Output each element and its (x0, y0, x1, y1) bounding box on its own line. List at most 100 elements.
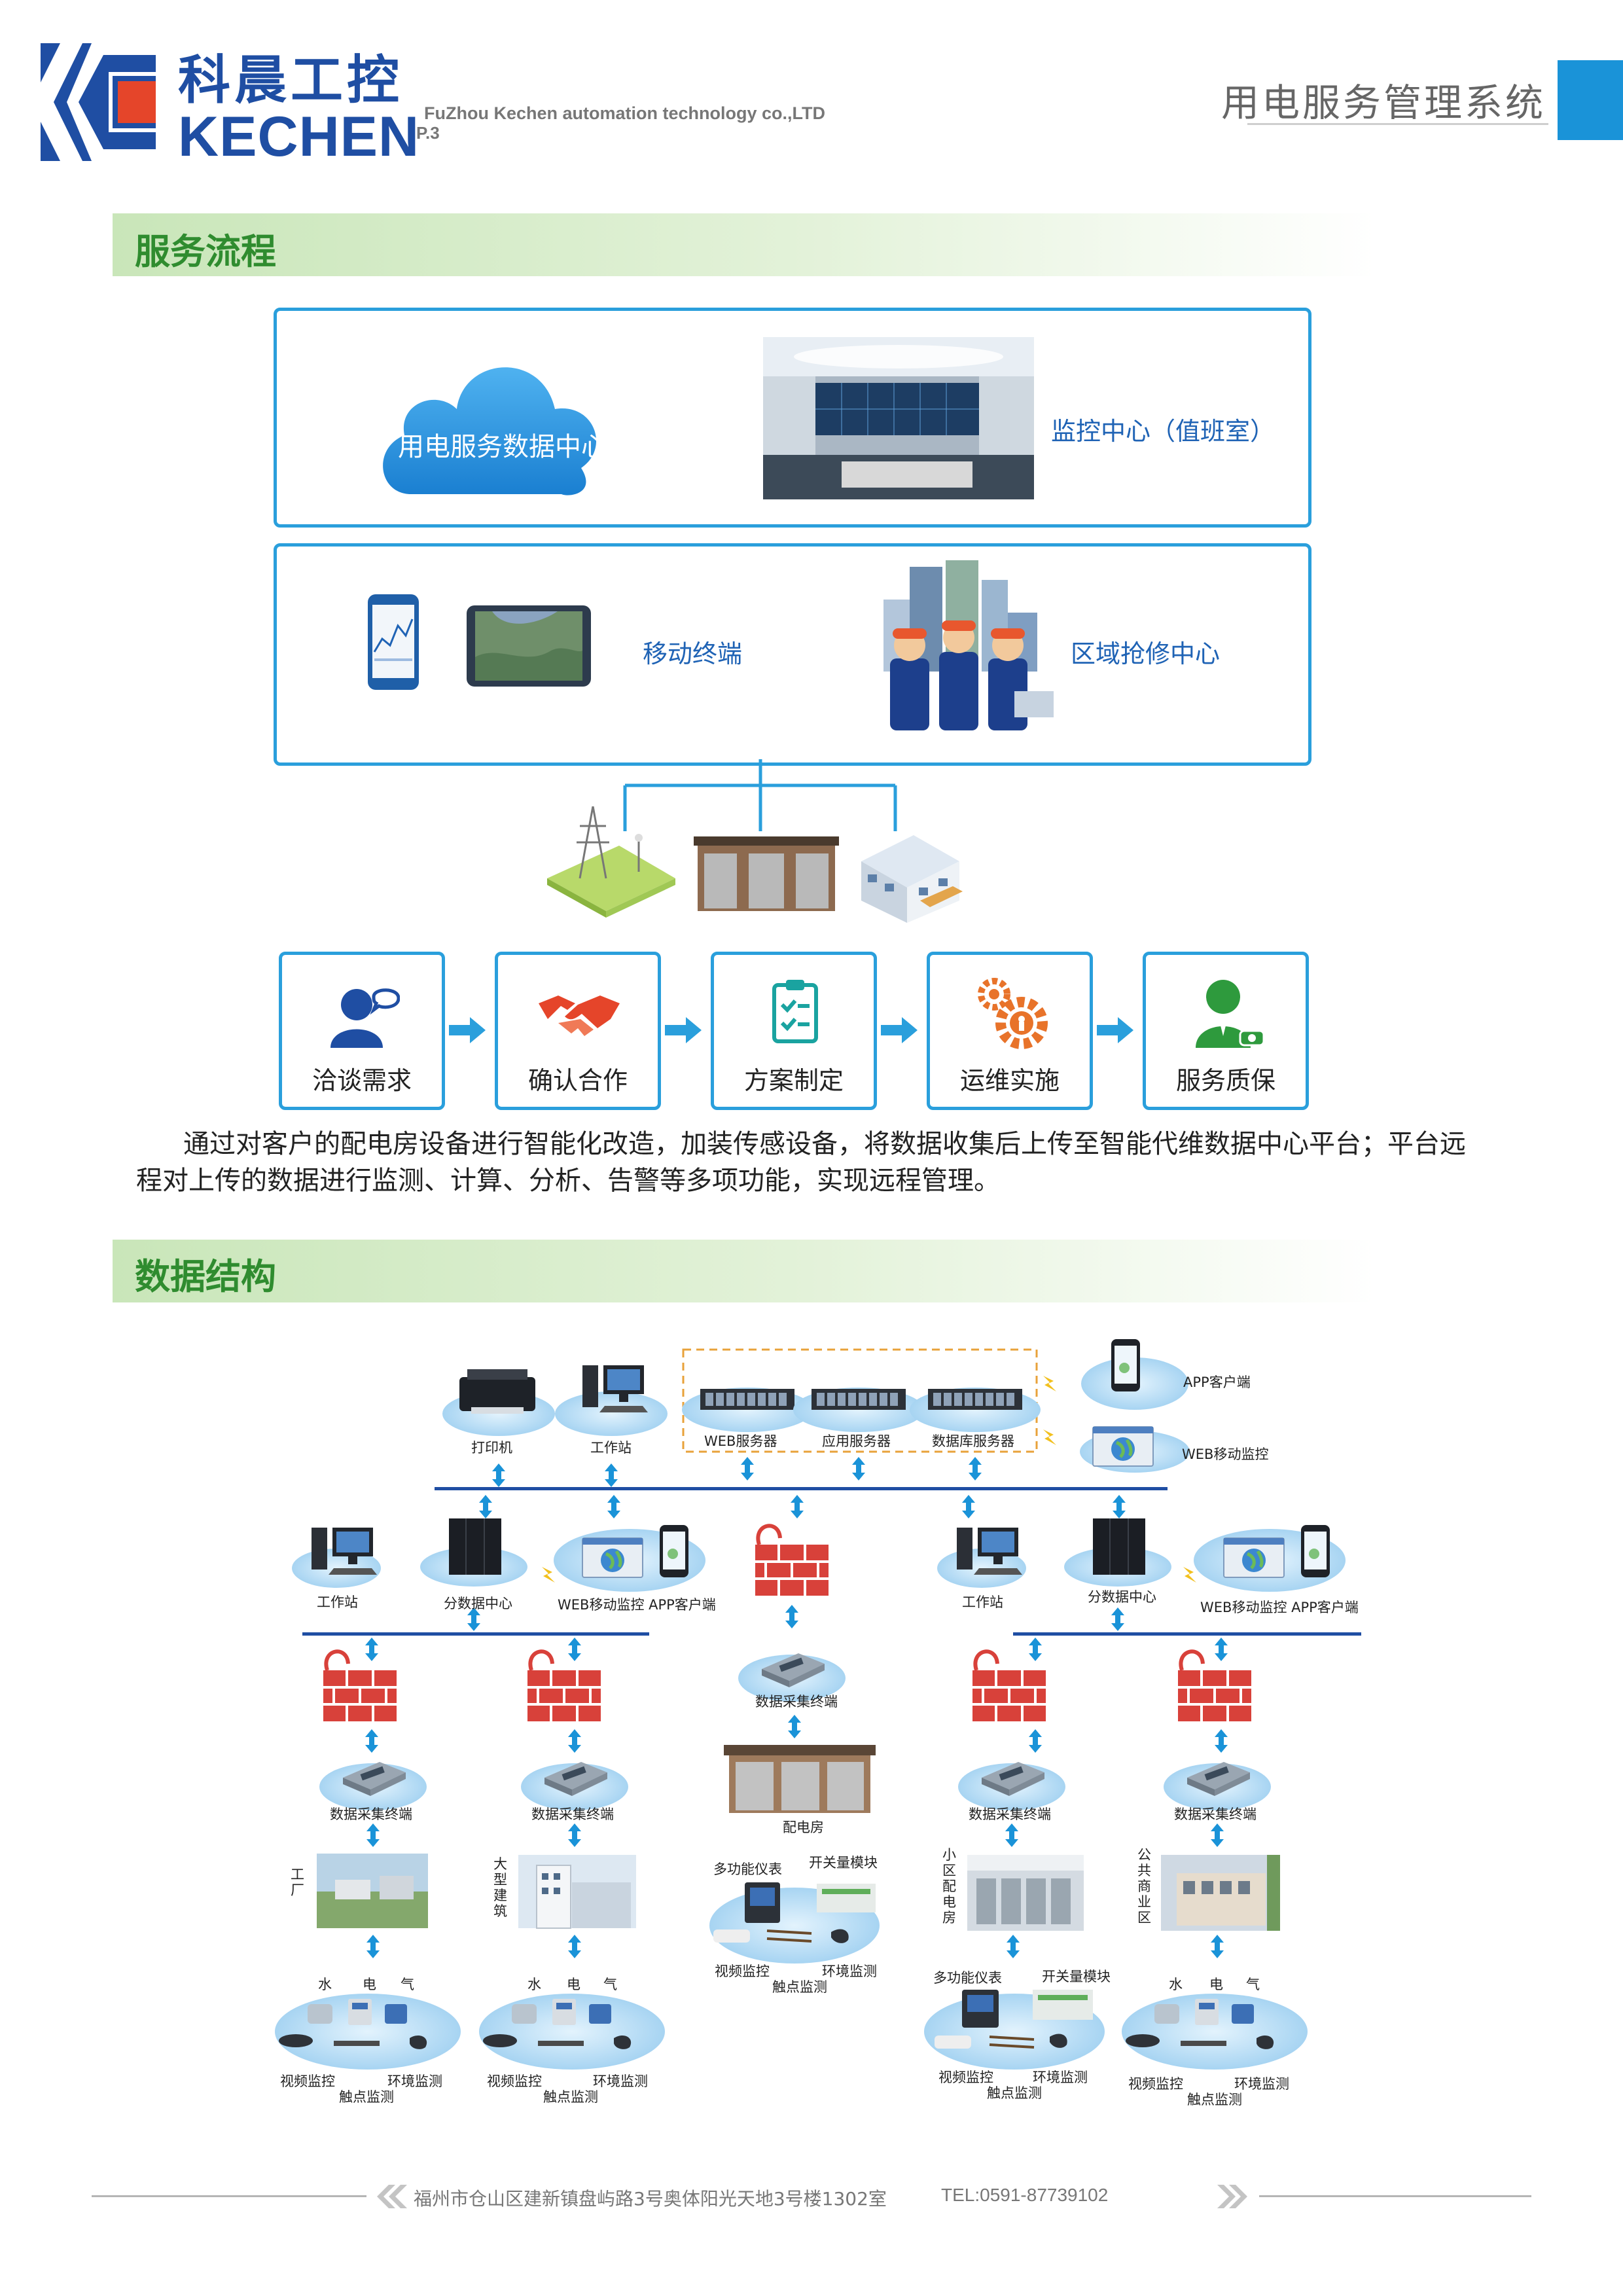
label-contact: 触点监测 (339, 2089, 394, 2105)
company-name-en: FuZhou Kechen automation technology co.,… (424, 103, 825, 123)
label-video: 视频监控 (280, 2073, 335, 2089)
label-multi-meter: 多功能仪表 (713, 1861, 782, 1877)
step-plan: 方案制定 (711, 952, 877, 1110)
step-negotiate: 洽谈需求 (279, 952, 445, 1110)
label-env: 环境监测 (593, 2073, 648, 2089)
step-operate: 运维实施 (927, 952, 1093, 1110)
label-printer: 打印机 (471, 1440, 512, 1456)
label-collector: 数据采集终端 (969, 1806, 1051, 1822)
label-contact: 触点监测 (987, 2085, 1042, 2101)
label-collector: 数据采集终端 (531, 1806, 614, 1822)
power-tower-icon (547, 806, 675, 918)
label-multi-meter: 多功能仪表 (933, 1970, 1002, 1986)
footer-tel: TEL:0591-87739102 (941, 2185, 1109, 2205)
section-title-service-flow: 服务流程 (135, 231, 276, 272)
label-large-building: 大型建筑 (493, 1856, 507, 1919)
building-icon (861, 835, 963, 923)
label-env: 环境监测 (387, 2073, 442, 2089)
label-video: 视频监控 (487, 2073, 542, 2089)
label-gas: 气 (1246, 1977, 1260, 1992)
page-number: P.3 (416, 123, 440, 143)
label-workstation: 工作站 (590, 1440, 632, 1456)
label-gas: 气 (401, 1977, 414, 1992)
label-community-substation: 小区配电房 (942, 1847, 956, 1926)
label-workstation: 工作站 (317, 1594, 358, 1610)
brand-name-cn: 科晨工控 (178, 50, 403, 111)
label-web-app: WEB移动监控 APP客户端 (558, 1597, 716, 1613)
label-collector: 数据采集终端 (330, 1806, 412, 1822)
label-env: 环境监测 (1033, 2070, 1088, 2085)
footer-rule-left (92, 2195, 366, 2197)
label-switch-module: 开关量模块 (809, 1855, 878, 1871)
repair-center-label: 区域抢修中心 (1071, 639, 1221, 668)
step-label: 洽谈需求 (312, 1066, 412, 1095)
document-title: 用电服务管理系统 (1221, 81, 1546, 125)
corner-accent-block (1558, 60, 1623, 140)
label-workstation: 工作站 (962, 1594, 1003, 1610)
consult-person-icon (330, 988, 400, 1048)
label-web-app: WEB移动监控 APP客户端 (1200, 1600, 1359, 1615)
label-water: 水 (318, 1977, 332, 1992)
chevron-left-icon (377, 2185, 407, 2208)
phone-icon (368, 594, 419, 690)
arrow-right-icon (449, 1017, 486, 1043)
title-underline (1247, 123, 1548, 125)
label-sub-datacenter: 分数据中心 (1088, 1589, 1156, 1605)
brand-name-en: KECHEN (178, 105, 420, 168)
gears-icon (978, 978, 1048, 1049)
label-collector: 数据采集终端 (1174, 1806, 1257, 1822)
kechen-logo-icon (41, 43, 156, 161)
label-sub-datacenter: 分数据中心 (444, 1596, 512, 1611)
step-label: 方案制定 (743, 1066, 844, 1095)
label-web-server: WEB服务器 (704, 1433, 777, 1449)
chevron-right-icon (1217, 2185, 1247, 2208)
arrow-right-icon (1097, 1017, 1133, 1043)
monitor-center-label: 监控中心（值班室） (1051, 417, 1275, 446)
label-app-client: APP客户端 (1183, 1374, 1251, 1390)
label-db-server: 数据库服务器 (932, 1433, 1014, 1449)
section-header-bar (113, 1240, 1376, 1302)
footer-address: 福州市仓山区建新镇盘屿路3号奥体阳光天地3号楼1302室 (414, 2188, 887, 2210)
section-title-data-structure: 数据结构 (135, 1256, 276, 1297)
arrow-right-icon (665, 1017, 702, 1043)
step-label: 运维实施 (959, 1066, 1060, 1095)
box-substation-icon (694, 836, 839, 911)
mobile-terminal-label: 移动终端 (643, 639, 743, 668)
cloud-icon (383, 367, 597, 495)
mobile-repair-panel (274, 543, 1311, 766)
label-water: 水 (1169, 1977, 1183, 1992)
tree-connector (623, 759, 897, 831)
label-electric: 电 (567, 1977, 580, 1992)
step-confirm: 确认合作 (495, 952, 661, 1110)
label-commercial-area: 公共商业区 (1137, 1847, 1151, 1926)
service-person-icon (1196, 980, 1265, 1048)
cloud-label: 用电服务数据中心 (398, 432, 607, 462)
label-contact: 触点监测 (1187, 2092, 1242, 2108)
step-warranty: 服务质保 (1143, 952, 1309, 1110)
step-label: 服务质保 (1175, 1066, 1275, 1095)
data-structure-diagram (275, 1339, 1361, 2070)
clipboard-check-icon (772, 980, 818, 1043)
monitor-center-photo-icon (763, 337, 1034, 499)
label-substation: 配电房 (783, 1820, 824, 1835)
label-switch-module: 开关量模块 (1042, 1969, 1111, 1984)
tablet-map-icon (467, 605, 591, 687)
label-contact: 触点监测 (543, 2089, 598, 2105)
label-contact: 触点监测 (772, 1979, 827, 1995)
label-electric: 电 (363, 1977, 376, 1992)
repair-team-buildings-icon (883, 560, 1054, 730)
arrow-right-icon (881, 1017, 918, 1043)
section-header-bar (113, 213, 1376, 276)
label-video: 视频监控 (938, 2070, 993, 2085)
label-water: 水 (527, 1977, 541, 1992)
label-env: 环境监测 (1234, 2076, 1289, 2092)
label-collector: 数据采集终端 (755, 1694, 838, 1710)
label-factory: 工厂 (291, 1867, 304, 1898)
label-electric: 电 (1209, 1977, 1223, 1992)
label-app-server: 应用服务器 (822, 1433, 891, 1449)
service-description: 通过对客户的配电房设备进行智能化改造，加装传感设备，将数据收集后上传至智能代维数… (136, 1129, 1466, 1196)
step-label: 确认合作 (527, 1066, 628, 1095)
handshake-icon (539, 996, 620, 1036)
label-gas: 气 (603, 1977, 617, 1992)
label-env: 环境监测 (822, 1964, 877, 1979)
